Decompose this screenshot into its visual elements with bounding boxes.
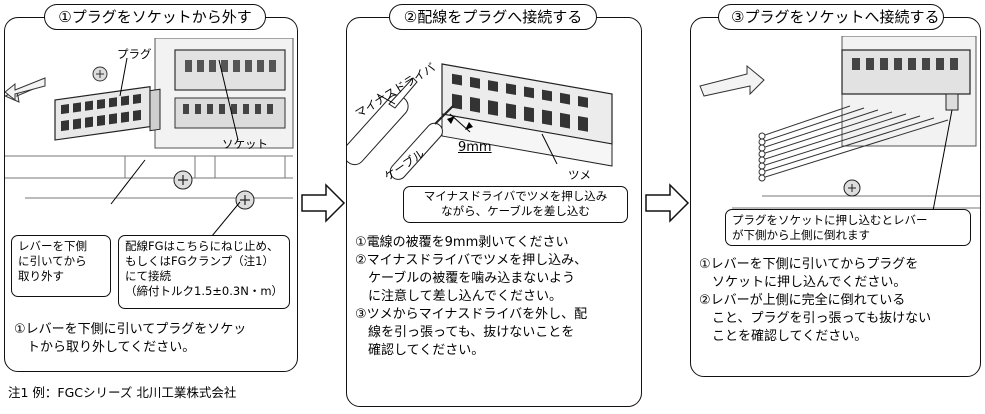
cable xyxy=(389,105,454,180)
step1-title: ①プラグをソケットから外す xyxy=(44,4,266,30)
plug-in-socket xyxy=(841,49,971,95)
step3-instructions: ①レバーを下側に引いてからプラグを ソケットに押し込んでください。 ②レバーが上… xyxy=(699,257,932,344)
push-direction-arrow xyxy=(699,64,765,97)
lever xyxy=(945,93,959,111)
step3-title: ③プラグをソケットへ接続する xyxy=(718,4,944,30)
lower-terminal-block xyxy=(174,97,286,129)
claw-label: ツメ xyxy=(568,168,591,182)
step1-instructions: ①レバーを下側に引いてプラグをソケッ トから取り外してください。 xyxy=(14,322,247,355)
footnote: 注1 例：FGCシリーズ 北川工業株式会社 xyxy=(8,385,237,400)
step3-callout: プラグをソケットに押し込むとレバー が下側から上側に倒れます xyxy=(725,209,971,246)
step2-title: ②配線をプラグへ接続する xyxy=(389,4,597,30)
step-arrow-2 xyxy=(645,183,690,223)
fg-callout: 配線FGはこちらにねじ止め、 もしくはFGクランプ（注1） にて接続 （締付トル… xyxy=(118,235,290,309)
step2-callout: マイナスドライバでツメを押し込み ながら、ケーブルを差し込む xyxy=(403,186,628,223)
step2-instructions: ①電線の被覆を9mm剥いてください ②マイナスドライバでツメを押し込み、 ケーブ… xyxy=(355,235,588,358)
flat-screwdriver xyxy=(347,77,418,166)
strip-length-label: 9mm xyxy=(458,140,492,155)
step-arrow-1 xyxy=(301,183,346,223)
socket-block xyxy=(174,49,286,91)
step2-illustration xyxy=(347,63,613,180)
lever-callout: レバーを下側 に引いてから 取り外す xyxy=(11,235,111,297)
step3-illustration xyxy=(699,36,980,217)
step1-illustration xyxy=(5,38,294,238)
plug xyxy=(54,85,161,141)
plug-label: プラグ xyxy=(117,47,152,61)
socket-label: ソケット xyxy=(222,137,268,151)
